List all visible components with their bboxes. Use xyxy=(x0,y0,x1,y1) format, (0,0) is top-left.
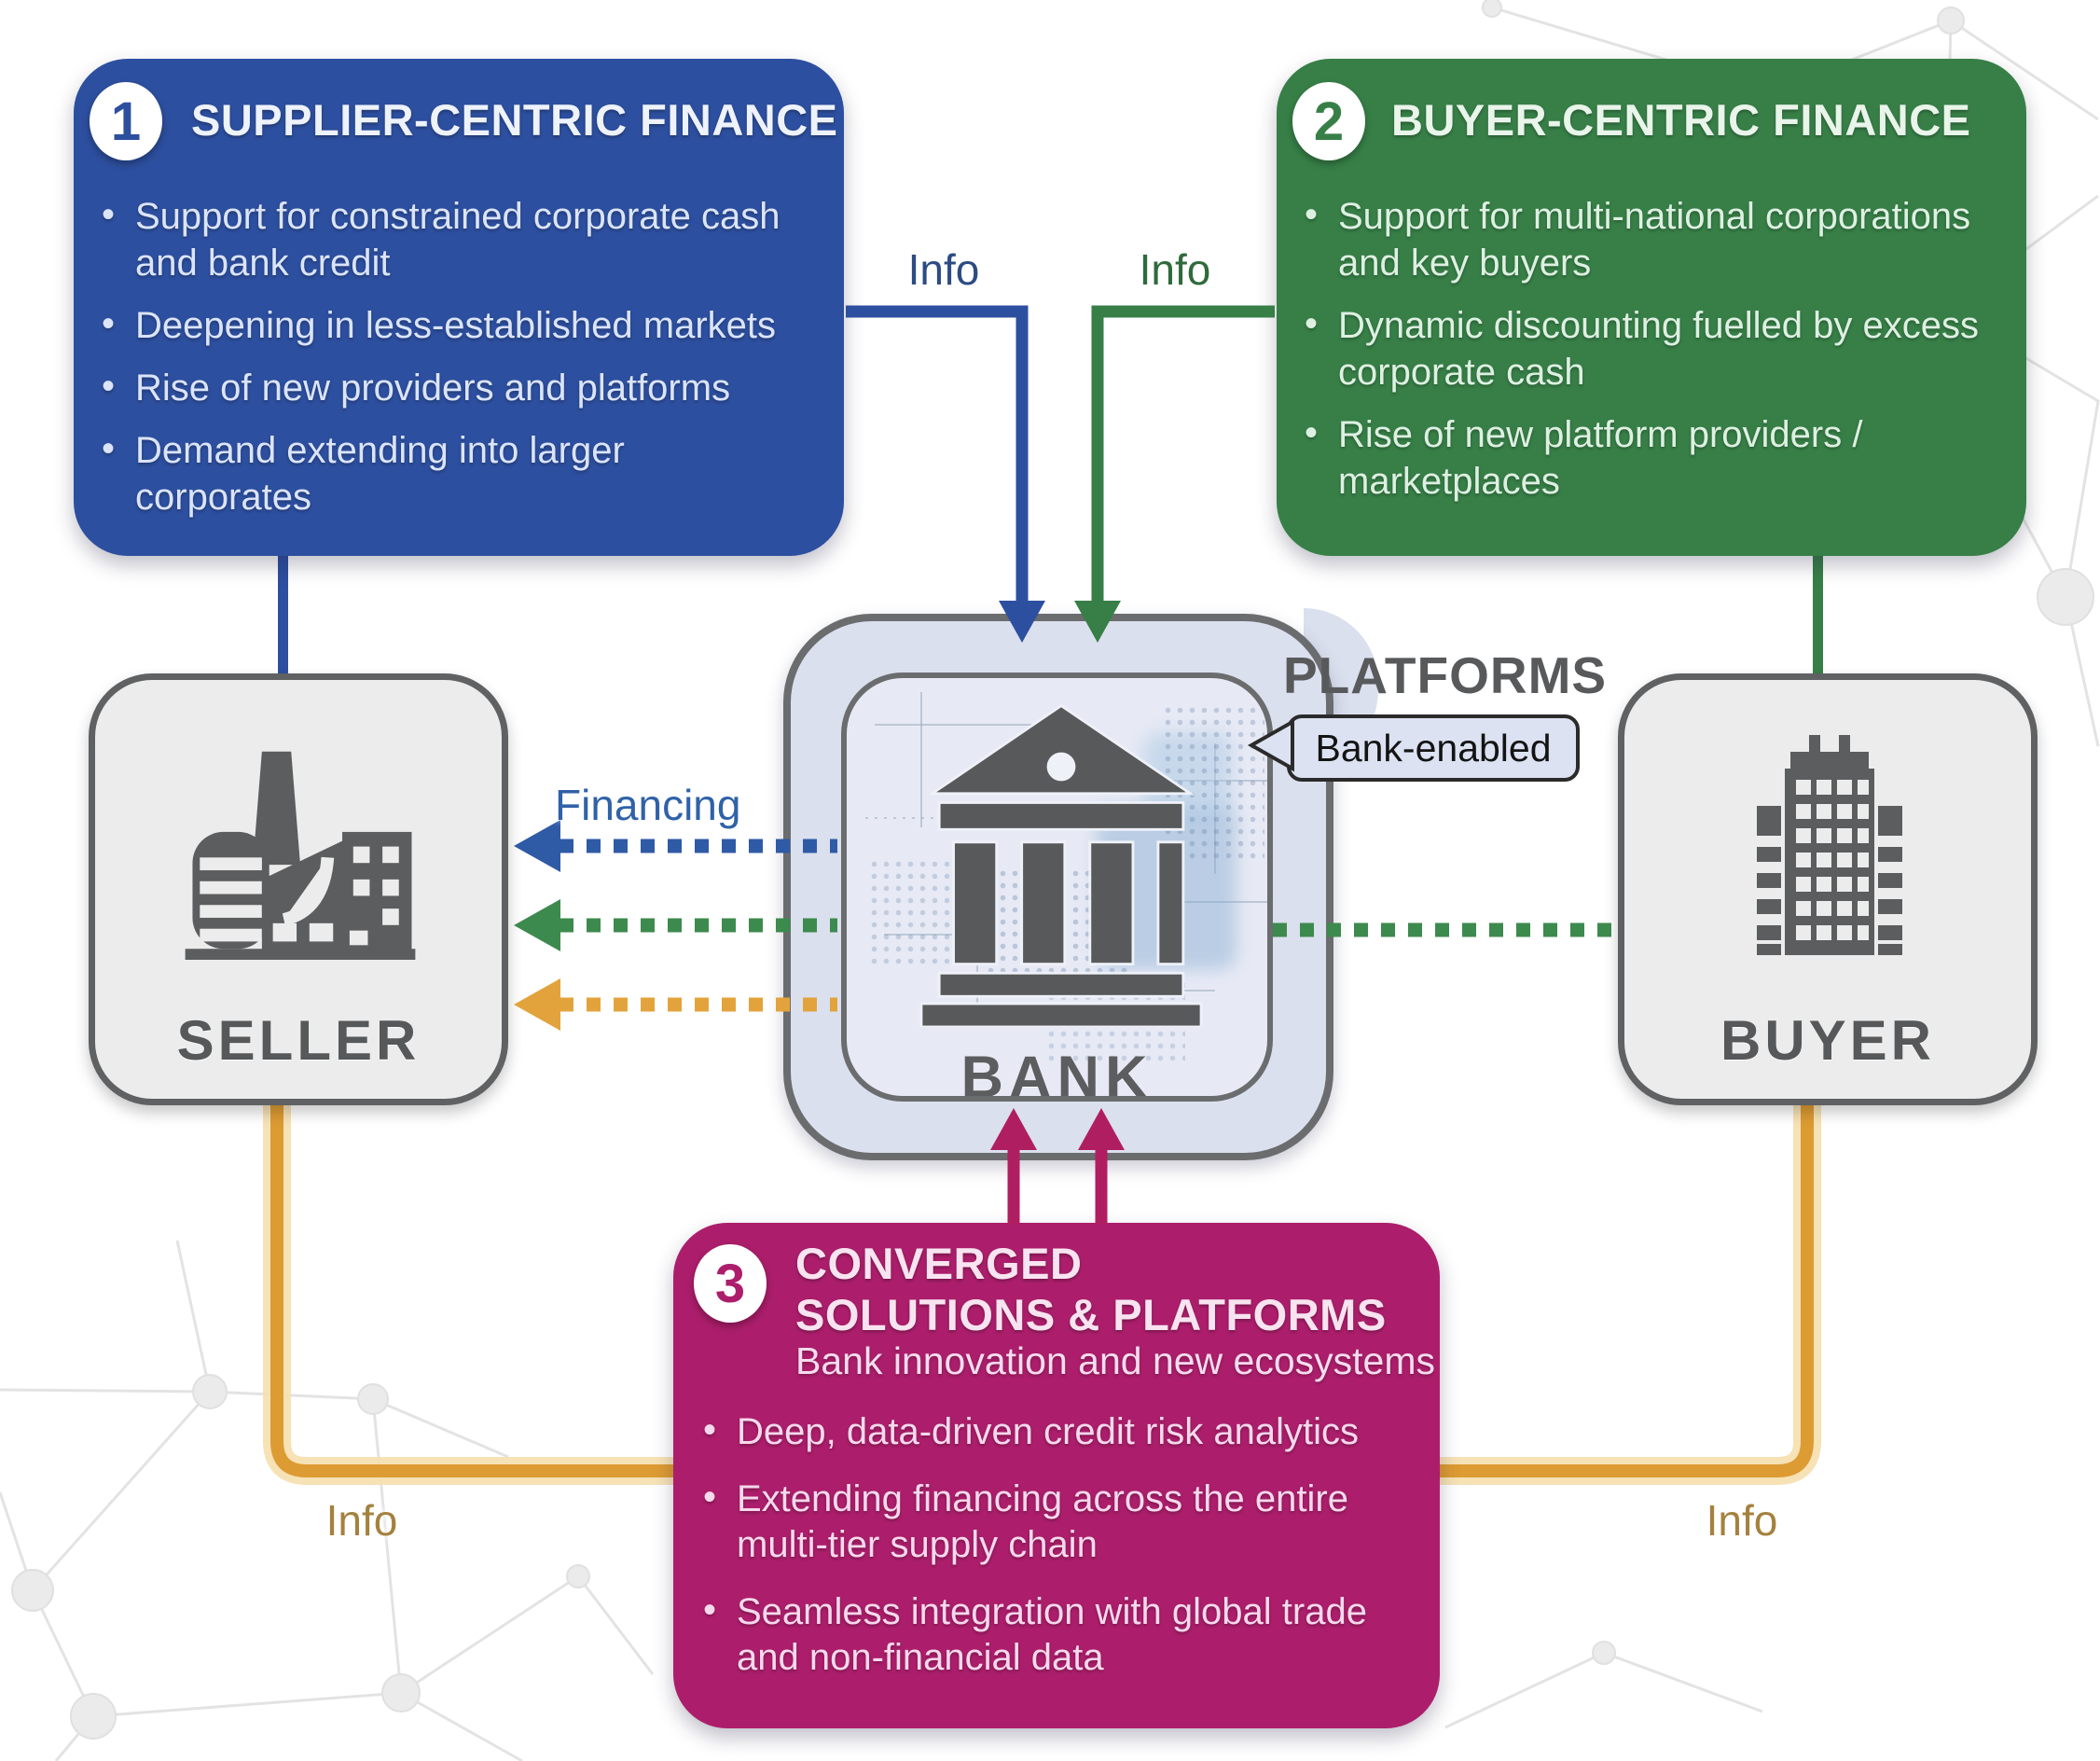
callout-pointer xyxy=(1247,718,1294,772)
converged-title-line2: SOLUTIONS & PLATFORMS xyxy=(795,1290,1387,1339)
platforms-label: PLATFORMS xyxy=(1283,646,1608,704)
bullet-dot: • xyxy=(703,1409,717,1450)
bullet-text: Support for constrained corporate cash a… xyxy=(135,196,781,284)
financing-label: Financing xyxy=(555,781,741,829)
bullet-text: Rise of new providers and platforms xyxy=(135,367,731,409)
bullet-item: • Rise of new providers and platforms xyxy=(92,365,803,411)
bullet-item: • Deep, data-driven credit risk analytics xyxy=(694,1409,1376,1455)
bank-enabled-callout: Bank-enabled xyxy=(1287,714,1580,782)
number-badge-2: 2 xyxy=(1292,82,1365,160)
seller-tile: SELLER xyxy=(89,673,508,1105)
bullet-dot: • xyxy=(1305,303,1319,344)
bullet-text: Deepening in less-established markets xyxy=(135,305,777,346)
converged-box-subtitle: Bank innovation and new ecosystems xyxy=(795,1339,1436,1382)
bullet-text: Rise of new platform providers / marketp… xyxy=(1338,414,1863,502)
buyer-info-orange-path xyxy=(1438,1103,1821,1485)
bullet-text: Seamless integration with global trade a… xyxy=(737,1591,1367,1678)
bullet-dot: • xyxy=(102,428,116,469)
bullet-item: • Support for constrained corporate cash … xyxy=(92,193,803,286)
bullet-dot: • xyxy=(1305,194,1319,235)
converged-box-title: CONVERGED SOLUTIONS & PLATFORMS xyxy=(795,1238,1392,1340)
converged-title-line1: CONVERGED xyxy=(795,1239,1083,1288)
bullet-text: Support for multi-national corporations … xyxy=(1338,196,1971,284)
bank-building-icon xyxy=(919,703,1203,1027)
converged-up-arrow-right xyxy=(1078,1108,1125,1225)
supplier-centric-finance-box: 1 SUPPLIER-CENTRIC FINANCE • Support for … xyxy=(74,59,844,556)
info-label-buyer: Info xyxy=(1139,245,1211,294)
supplier-bullet-list: • Support for constrained corporate cash … xyxy=(92,193,803,536)
buyer-tile: BUYER xyxy=(1618,673,2038,1105)
financing-dotted-arrow-blue xyxy=(514,820,837,872)
office-building-icon xyxy=(1757,735,1902,955)
info-label-seller-bottom: Info xyxy=(325,1496,398,1545)
bullet-dot: • xyxy=(1305,412,1319,453)
bullet-text: Deep, data-driven credit risk analytics xyxy=(737,1411,1359,1452)
bullet-dot: • xyxy=(102,303,116,344)
bullet-text: Dynamic discounting fuelled by excess co… xyxy=(1338,305,1980,393)
bullet-dot: • xyxy=(102,194,116,235)
bullet-item: • Deepening in less-established markets xyxy=(92,302,803,349)
converged-solutions-box: 3 CONVERGED SOLUTIONS & PLATFORMS Bank i… xyxy=(673,1223,1440,1728)
bullet-item: • Support for multi-national corporations… xyxy=(1295,193,1993,286)
factory-icon xyxy=(185,751,416,960)
seller-label: SELLER xyxy=(176,1009,421,1072)
bullet-dot: • xyxy=(703,1477,717,1518)
seller-info-orange-path xyxy=(263,1103,675,1485)
bullet-dot: • xyxy=(703,1589,717,1630)
financing-dotted-arrow-orange xyxy=(514,978,837,1031)
number-badge-3: 3 xyxy=(694,1244,767,1323)
buyercf-to-buyer-connector xyxy=(1813,552,1823,677)
converged-bullet-list: • Deep, data-driven credit risk analytics… xyxy=(694,1409,1376,1702)
financing-dotted-arrow-green xyxy=(514,899,837,951)
bank-label: BANK xyxy=(960,1045,1154,1102)
supplier-info-arrow xyxy=(846,305,1045,643)
bullet-item: • Dynamic discounting fuelled by excess c… xyxy=(1295,302,1993,395)
bullet-dot: • xyxy=(102,366,116,407)
bullet-text: Demand extending into larger corporates xyxy=(135,430,625,518)
info-label-buyer-bottom: Info xyxy=(1706,1496,1778,1545)
bullet-item: • Seamless integration with global trade … xyxy=(694,1589,1376,1681)
info-label-supplier: Info xyxy=(907,245,980,294)
supplier-box-title: SUPPLIER-CENTRIC FINANCE xyxy=(191,95,838,145)
bullet-item: • Demand extending into larger corporates xyxy=(92,427,803,520)
number-badge-1: 1 xyxy=(90,82,162,160)
pixel-texture xyxy=(1162,704,1264,863)
buyer-bullet-list: • Support for multi-national corporations… xyxy=(1295,193,1993,520)
buyercf-info-arrow xyxy=(1074,305,1275,643)
bank-tile: BANK xyxy=(841,673,1273,1102)
converged-up-arrow-left xyxy=(990,1108,1037,1225)
buyer-centric-finance-box: 2 BUYER-CENTRIC FINANCE • Support for mul… xyxy=(1277,59,2026,556)
bullet-item: • Extending financing across the entire m… xyxy=(694,1477,1376,1568)
buyer-box-title: BUYER-CENTRIC FINANCE xyxy=(1391,95,1971,145)
bullet-text: Extending financing across the entire mu… xyxy=(737,1478,1348,1565)
buyer-label: BUYER xyxy=(1720,1009,1936,1072)
bullet-item: • Rise of new platform providers / market… xyxy=(1295,411,1993,505)
supplier-to-seller-connector xyxy=(278,552,288,677)
